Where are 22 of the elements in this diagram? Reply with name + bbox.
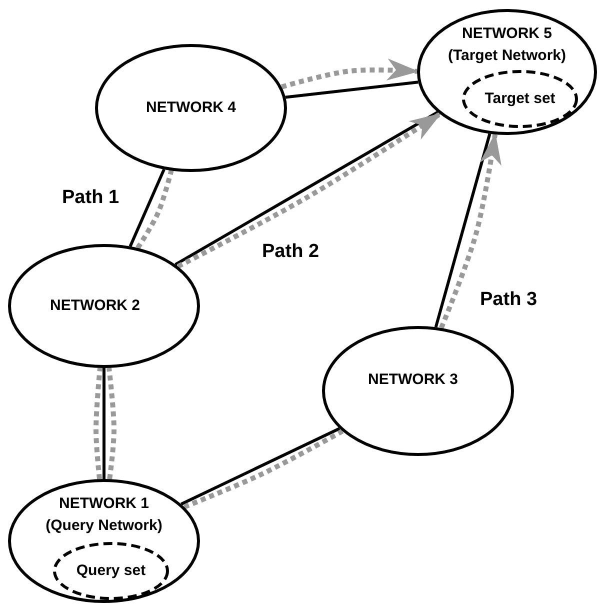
connection-line xyxy=(102,368,106,479)
network-ellipse xyxy=(8,479,200,603)
dotted-path-arrow xyxy=(438,132,502,329)
set-ellipse xyxy=(462,70,578,128)
connection-line xyxy=(128,168,166,247)
network-ellipse xyxy=(95,44,287,172)
connection-line xyxy=(434,133,492,328)
node-title: NETWORK 2 xyxy=(50,296,140,316)
set-ellipse xyxy=(53,542,169,600)
node-subtitle: (Target Network) xyxy=(448,46,566,66)
dotted-path-arrow xyxy=(280,58,419,90)
node-title: NETWORK 1 xyxy=(59,494,149,514)
node-title: NETWORK 3 xyxy=(368,370,458,390)
network-ellipse xyxy=(8,244,200,368)
node-title: NETWORK 4 xyxy=(146,98,236,118)
node-title: Target set xyxy=(484,89,556,109)
node-title: NETWORK 5 xyxy=(462,24,552,44)
network-ellipse xyxy=(322,326,514,456)
network-ellipse xyxy=(417,9,597,135)
connection-line xyxy=(285,80,418,99)
node-subtitle: (Query Network) xyxy=(46,516,162,536)
node-title: Query set xyxy=(76,561,146,581)
